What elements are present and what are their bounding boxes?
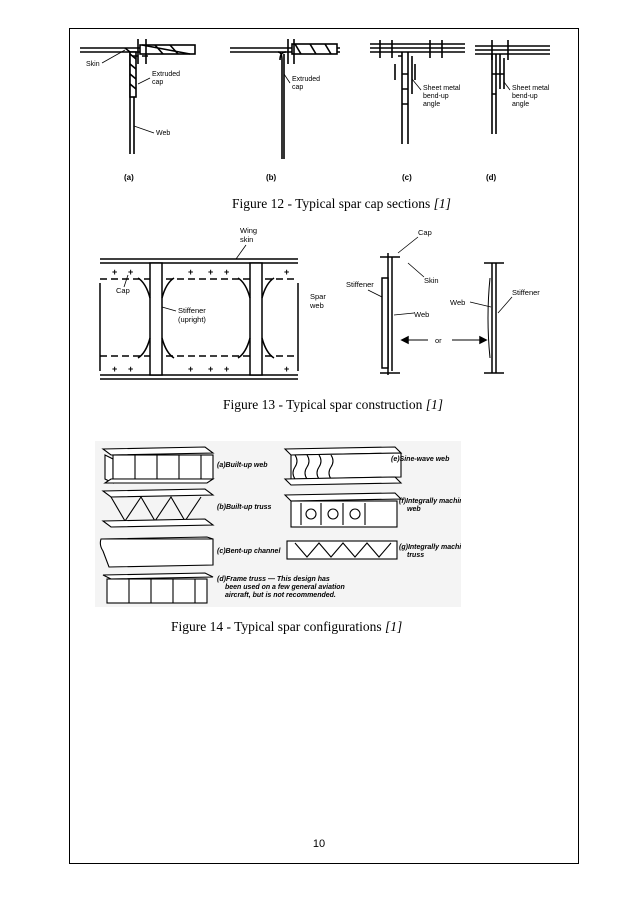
svg-text:cap: cap bbox=[152, 79, 163, 86]
figure-14-spar-configurations: (a)Built-up web (b)Built-up truss (c)Ben… bbox=[95, 441, 461, 607]
svg-text:+: + bbox=[224, 267, 229, 277]
fig13-label-stiffener-right: Stiffener bbox=[512, 288, 540, 297]
fig13-label-cap-right: Cap bbox=[418, 228, 432, 237]
figure-13-caption: Figure 13 - Typical spar construction [1… bbox=[223, 397, 443, 413]
fig12-label-sheet-metal-d: Sheet metal bbox=[512, 85, 550, 92]
fig13-label-stiffener-left: Stiffener bbox=[346, 280, 374, 289]
figure-12-ref: [1] bbox=[433, 196, 451, 211]
fig13-label-web-right: Web bbox=[450, 298, 465, 307]
fig14-label-e: (e)Sine-wave web bbox=[391, 456, 450, 463]
svg-text:web: web bbox=[309, 301, 324, 310]
fig13-label-or: or bbox=[435, 336, 442, 345]
svg-text:+: + bbox=[128, 267, 133, 277]
figure-14-caption: Figure 14 - Typical spar configurations … bbox=[171, 619, 402, 635]
fig13-label-web-left: Web bbox=[414, 310, 429, 319]
fig12-label-extruded-cap-a: Extruded bbox=[152, 71, 180, 78]
svg-text:(upright): (upright) bbox=[178, 315, 206, 324]
figure-13-ref: [1] bbox=[425, 397, 444, 412]
svg-text:+: + bbox=[284, 267, 289, 277]
svg-text:web: web bbox=[407, 506, 421, 513]
fig14-label-d: (d)Frame truss — This design has bbox=[217, 576, 330, 583]
fig12-label-d: (d) bbox=[486, 173, 497, 182]
fig12-label-skin: Skin bbox=[86, 61, 100, 68]
svg-text:angle: angle bbox=[423, 101, 440, 108]
svg-text:+: + bbox=[224, 364, 229, 374]
fig12-label-b: (b) bbox=[266, 173, 277, 182]
fig12-label-sheet-metal-c: Sheet metal bbox=[423, 85, 461, 92]
svg-text:+: + bbox=[188, 267, 193, 277]
figure-12-caption: Figure 12 - Typical spar cap sections [1… bbox=[232, 196, 451, 212]
svg-text:truss: truss bbox=[407, 552, 424, 559]
fig13-label-cap-left: Cap bbox=[116, 286, 130, 295]
svg-text:+: + bbox=[284, 364, 289, 374]
svg-text:+: + bbox=[128, 364, 133, 374]
figure-12-spar-cap-sections: Skin Extruded cap Web Extruded cap Sheet… bbox=[80, 39, 550, 182]
figure-12-caption-text: Figure 12 - Typical spar cap sections bbox=[232, 196, 431, 211]
page-border bbox=[69, 28, 579, 864]
svg-text:skin: skin bbox=[240, 235, 253, 244]
figure-13-spar-construction: + + + + + + + + + + + + Wing skin Cap Stiffener (u… bbox=[99, 226, 540, 380]
svg-text:+: + bbox=[188, 364, 193, 374]
fig12-label-a: (a) bbox=[124, 173, 134, 182]
figure-13-caption-text: Figure 13 - Typical spar construction bbox=[223, 397, 423, 412]
fig12-label-web: Web bbox=[156, 130, 170, 137]
fig13-label-stiffener-upright: Stiffener bbox=[178, 306, 206, 315]
fig14-label-g: (g)Integrally machined bbox=[399, 544, 461, 551]
fig12-label-c: (c) bbox=[402, 173, 412, 182]
svg-text:bend-up: bend-up bbox=[423, 93, 449, 100]
fig13-label-wing-skin: Wing bbox=[240, 226, 257, 235]
fig12-label-extruded-cap-b: Extruded bbox=[292, 76, 320, 83]
figure-14-ref: [1] bbox=[385, 619, 403, 634]
fig13-label-skin: Skin bbox=[424, 276, 439, 285]
fig14-label-b: (b)Built-up truss bbox=[217, 504, 272, 511]
svg-text:been used on a few general avi: been used on a few general aviation bbox=[225, 584, 345, 591]
svg-text:+: + bbox=[208, 364, 213, 374]
fig14-label-c: (c)Bent-up channel bbox=[217, 548, 281, 555]
fig14-label-f: (f)Integrally machined bbox=[399, 498, 461, 505]
fig13-label-spar-web: Spar bbox=[310, 292, 326, 301]
svg-text:+: + bbox=[112, 364, 117, 374]
svg-text:+: + bbox=[208, 267, 213, 277]
fig14-label-a: (a)Built-up web bbox=[217, 462, 268, 469]
figure-14-caption-text: Figure 14 - Typical spar configurations bbox=[171, 619, 382, 634]
page-number: 10 bbox=[312, 838, 326, 850]
svg-text:aircraft, but is not recommend: aircraft, but is not recommended. bbox=[225, 592, 336, 599]
svg-text:cap: cap bbox=[292, 84, 303, 91]
svg-text:angle: angle bbox=[512, 101, 529, 108]
svg-text:+: + bbox=[112, 267, 117, 277]
svg-text:bend-up: bend-up bbox=[512, 93, 538, 100]
